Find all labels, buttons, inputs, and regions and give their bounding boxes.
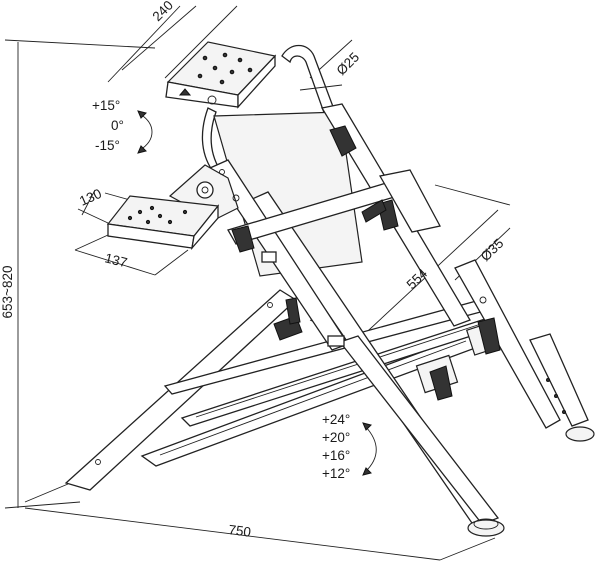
- top-tube-diameter-label: Ø25: [334, 49, 363, 78]
- pedal-angle-20: +20°: [322, 430, 350, 445]
- rear-leg-right: [454, 259, 595, 442]
- rotation-arrows: [137, 110, 377, 476]
- pedal-angle-12: +12°: [322, 466, 350, 481]
- height-range-label: 653~820: [0, 266, 15, 319]
- pedal-angle-16: +16°: [322, 448, 350, 463]
- shifter-width-label: 137: [103, 250, 128, 270]
- shifter-mount: [106, 164, 240, 251]
- dimension-labels: 240 Ø25 +15° 0° -15° 130 137 554 Ø35 653…: [0, 0, 506, 540]
- tilt-angle-minus15: -15°: [95, 138, 120, 153]
- pedal-angle-24: +24°: [322, 412, 350, 427]
- main-tube-diameter-label: Ø35: [478, 236, 507, 265]
- top-wheel-plate: [165, 41, 277, 109]
- tilt-angle-zero: 0°: [111, 118, 124, 133]
- tilt-angle-plus15: +15°: [92, 98, 120, 113]
- base-length-label: 750: [228, 522, 252, 540]
- shifter-depth-label: 130: [77, 186, 104, 209]
- main-frame: [201, 44, 505, 537]
- base-rails: [64, 289, 505, 491]
- top-plate-width-label: 240: [150, 0, 177, 24]
- clamp-knobs: [231, 125, 501, 401]
